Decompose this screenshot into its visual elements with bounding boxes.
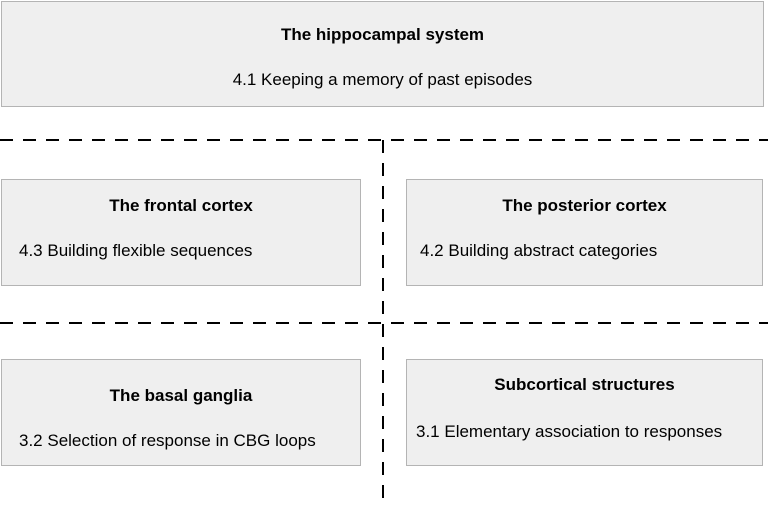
basal-ganglia-title: The basal ganglia	[109, 386, 253, 405]
basal-ganglia-box: The basal ganglia 3.2 Selection of respo…	[1, 359, 361, 466]
frontal-cortex-title: The frontal cortex	[109, 196, 253, 215]
frontal-cortex-box: The frontal cortex 4.3 Building flexible…	[1, 179, 361, 286]
posterior-cortex-box: The posterior cortex 4.2 Building abstra…	[406, 179, 763, 286]
basal-ganglia-description: 3.2 Selection of response in CBG loops	[19, 431, 316, 450]
hippocampal-system-title: The hippocampal system	[280, 25, 485, 44]
subcortical-structures-box: Subcortical structures 3.1 Elementary as…	[406, 359, 763, 466]
posterior-cortex-title: The posterior cortex	[502, 196, 667, 215]
hippocampal-system-description: 4.1 Keeping a memory of past episodes	[232, 70, 533, 89]
posterior-cortex-description: 4.2 Building abstract categories	[420, 241, 658, 260]
frontal-cortex-description: 4.3 Building flexible sequences	[19, 241, 253, 260]
subcortical-structures-title: Subcortical structures	[494, 375, 675, 394]
subcortical-structures-description: 3.1 Elementary association to responses	[416, 422, 723, 441]
hippocampal-system-box: The hippocampal system 4.1 Keeping a mem…	[1, 1, 764, 107]
